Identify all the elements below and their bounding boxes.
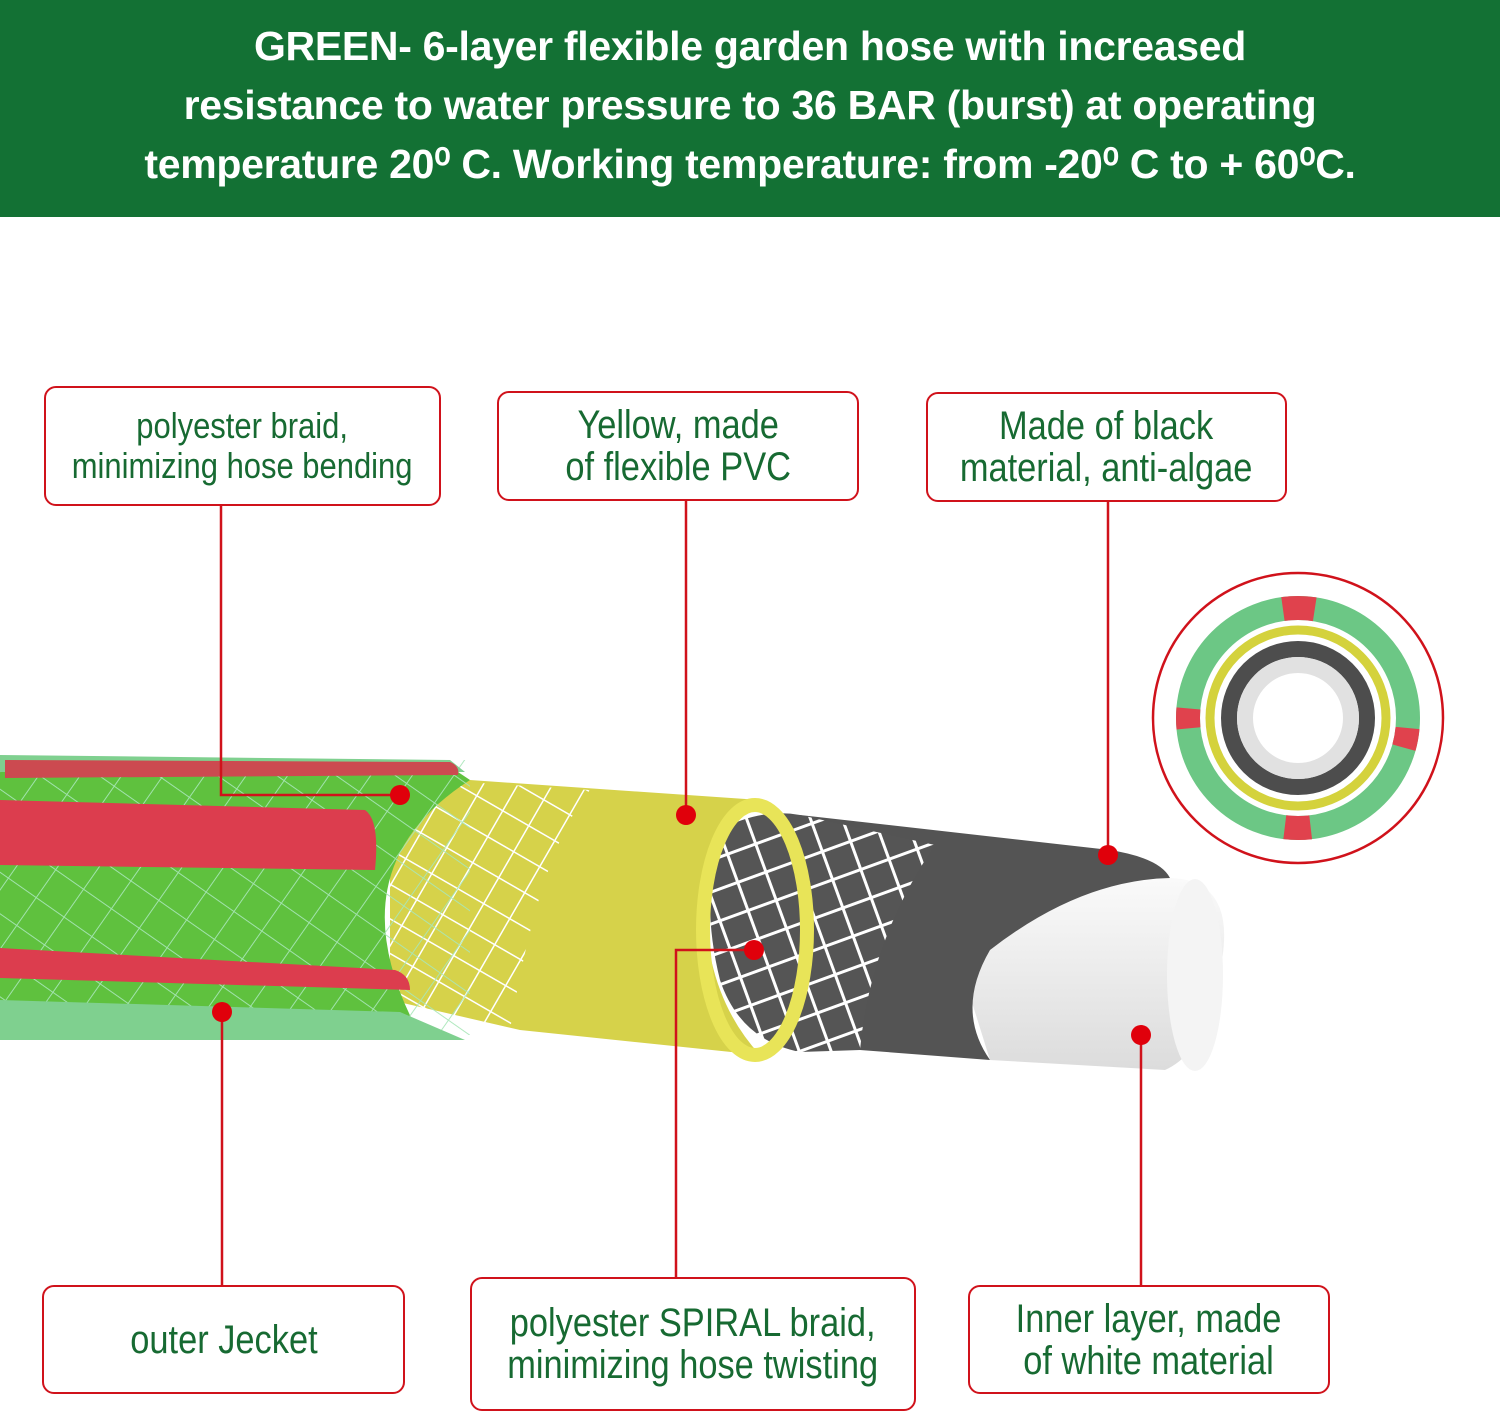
cross-section-diagram	[1151, 571, 1445, 865]
callout-outer-jacket: outer Jecket	[42, 1285, 405, 1394]
marker-dot-spiral-braid	[744, 940, 764, 960]
spiral-braid-layer	[710, 813, 935, 1052]
callout-yellow-pvc-text: Yellow, made of flexible PVC	[565, 403, 791, 489]
cross-section-yellow-ring	[1205, 625, 1391, 811]
callout-polyester-braid-text: polyester braid, minimizing hose bending	[72, 405, 413, 486]
marker-dot-inner-layer	[1131, 1025, 1151, 1045]
banner-title: GREEN- 6-layer flexible garden hose with…	[144, 17, 1356, 194]
callout-spiral-braid: polyester SPIRAL braid, minimizing hose …	[470, 1277, 916, 1411]
marker-dot-polyester-braid	[390, 785, 410, 805]
cross-section-red-segment-bottom	[1176, 596, 1420, 840]
callout-spiral-braid-text: polyester SPIRAL braid, minimizing hose …	[507, 1301, 879, 1387]
callout-polyester-braid: polyester braid, minimizing hose bending	[44, 386, 441, 506]
cross-section-white-ring	[1237, 657, 1359, 779]
banner-line-3: temperature 20⁰ C. Working temperature: …	[144, 141, 1356, 187]
leader-lines	[219, 500, 1143, 1287]
leader-spiral-braid	[674, 948, 754, 1278]
cross-section-red-segment-left	[1176, 596, 1420, 840]
marker-dot-yellow-pvc	[676, 805, 696, 825]
header-banner: GREEN- 6-layer flexible garden hose with…	[0, 0, 1500, 217]
callout-inner-layer-text: Inner layer, made of white material	[1016, 1296, 1282, 1383]
callout-inner-layer: Inner layer, made of white material	[968, 1285, 1330, 1394]
banner-line-1: GREEN- 6-layer flexible garden hose with…	[253, 23, 1247, 69]
callout-outer-jacket-text: outer Jecket	[129, 1317, 318, 1362]
banner-line-2: resistance to water pressure to 36 BAR (…	[183, 82, 1317, 128]
marker-dot-black-material	[1098, 845, 1118, 865]
callout-black-material-text: Made of black material, anti-algae	[960, 404, 1253, 490]
callout-black-material: Made of black material, anti-algae	[926, 392, 1287, 502]
leader-polyester-braid	[219, 505, 400, 797]
cross-section-black-ring	[1221, 641, 1375, 795]
cross-section-red-segment-top	[1176, 596, 1420, 840]
marker-dot-outer-jacket	[212, 1002, 232, 1022]
callout-yellow-pvc: Yellow, made of flexible PVC	[497, 391, 859, 501]
red-stripes	[0, 760, 459, 990]
